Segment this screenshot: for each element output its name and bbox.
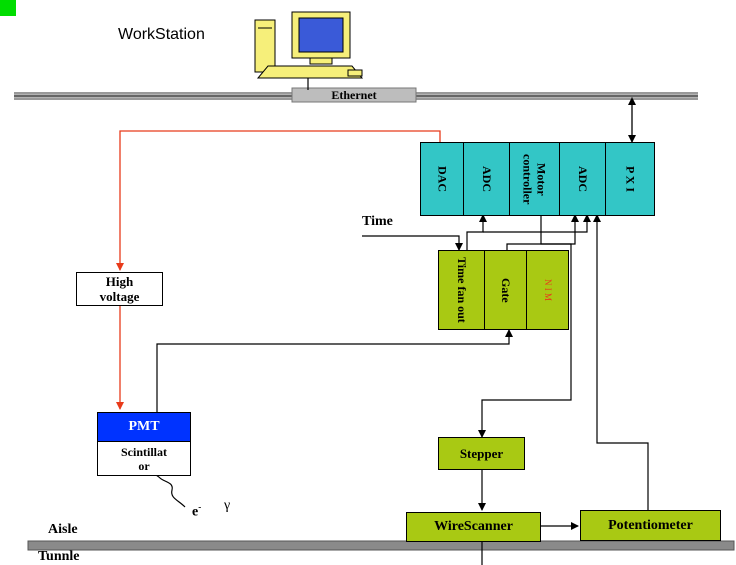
fanout-to-adc1 bbox=[466, 214, 487, 250]
nim-module-time-fan-out: Time fan out bbox=[438, 250, 485, 330]
pmt-box: PMT bbox=[97, 412, 191, 442]
workstation-label: WorkStation bbox=[118, 26, 205, 43]
crate-module-motor-controller: Motor controller bbox=[509, 142, 560, 216]
scintillator-box: Scintillat or bbox=[97, 441, 191, 476]
crate-module-adc1: ADC bbox=[463, 142, 510, 216]
high-voltage-line1: High bbox=[105, 274, 134, 289]
wirescanner-label: WireScanner bbox=[434, 519, 513, 534]
pmt-to-gate-line bbox=[156, 329, 513, 412]
crate-module-adc2: ADC bbox=[559, 142, 606, 216]
crate-module-dac-label: DAC bbox=[435, 166, 450, 192]
nim-module-gate-label: Gate bbox=[499, 277, 513, 303]
electron-label: e- bbox=[192, 502, 201, 521]
potentiometer-box: Potentiometer bbox=[580, 510, 721, 541]
scintillator-line2: or bbox=[138, 458, 150, 473]
pot-to-adc2-line bbox=[593, 214, 649, 510]
stepper-box: Stepper bbox=[438, 437, 525, 470]
electron-symbol: e bbox=[192, 504, 199, 520]
nim-module-nim-label: N I M bbox=[543, 279, 553, 301]
dac-to-hv-line bbox=[116, 130, 441, 271]
ethernet-label: Ethernet bbox=[331, 88, 377, 102]
high-voltage-box: High voltage bbox=[76, 272, 163, 306]
pmt-label: PMT bbox=[128, 419, 160, 434]
electron-charge: - bbox=[198, 502, 202, 512]
nim-module-gate: Gate bbox=[484, 250, 527, 330]
computer-icon bbox=[254, 11, 364, 79]
scintillator-line1: Scintillat bbox=[120, 444, 167, 459]
time-signal-line bbox=[362, 235, 463, 251]
crate-module-adc2-label: ADC bbox=[576, 166, 590, 192]
aisle-label: Aisle bbox=[48, 522, 78, 537]
corner-marker bbox=[0, 0, 16, 16]
ethernet-bus bbox=[14, 87, 698, 103]
wirescanner-box: WireScanner bbox=[406, 512, 541, 542]
nim-module-fanout-label: Time fan out bbox=[455, 257, 469, 323]
crate-module-pxi: P X I bbox=[605, 142, 655, 216]
fanout-to-adc2 bbox=[483, 214, 591, 233]
crate-module-motor-label: Motor controller bbox=[520, 153, 549, 205]
potentiometer-label: Potentiometer bbox=[608, 517, 693, 533]
crate-module-pxi-label: P X I bbox=[623, 165, 638, 192]
crate-module-dac: DAC bbox=[420, 142, 464, 216]
tunnel-floor bbox=[27, 540, 735, 551]
gamma-label: γ bbox=[224, 498, 231, 513]
time-label: Time bbox=[362, 214, 393, 229]
stepper-label: Stepper bbox=[459, 445, 504, 461]
motor-to-stepper-line bbox=[478, 215, 572, 438]
crate-module-adc1-label: ADC bbox=[480, 166, 494, 192]
tunnel-label: Tunnle bbox=[38, 549, 80, 564]
high-voltage-line2: voltage bbox=[99, 289, 140, 304]
nim-module-nim: N I M bbox=[526, 250, 569, 330]
